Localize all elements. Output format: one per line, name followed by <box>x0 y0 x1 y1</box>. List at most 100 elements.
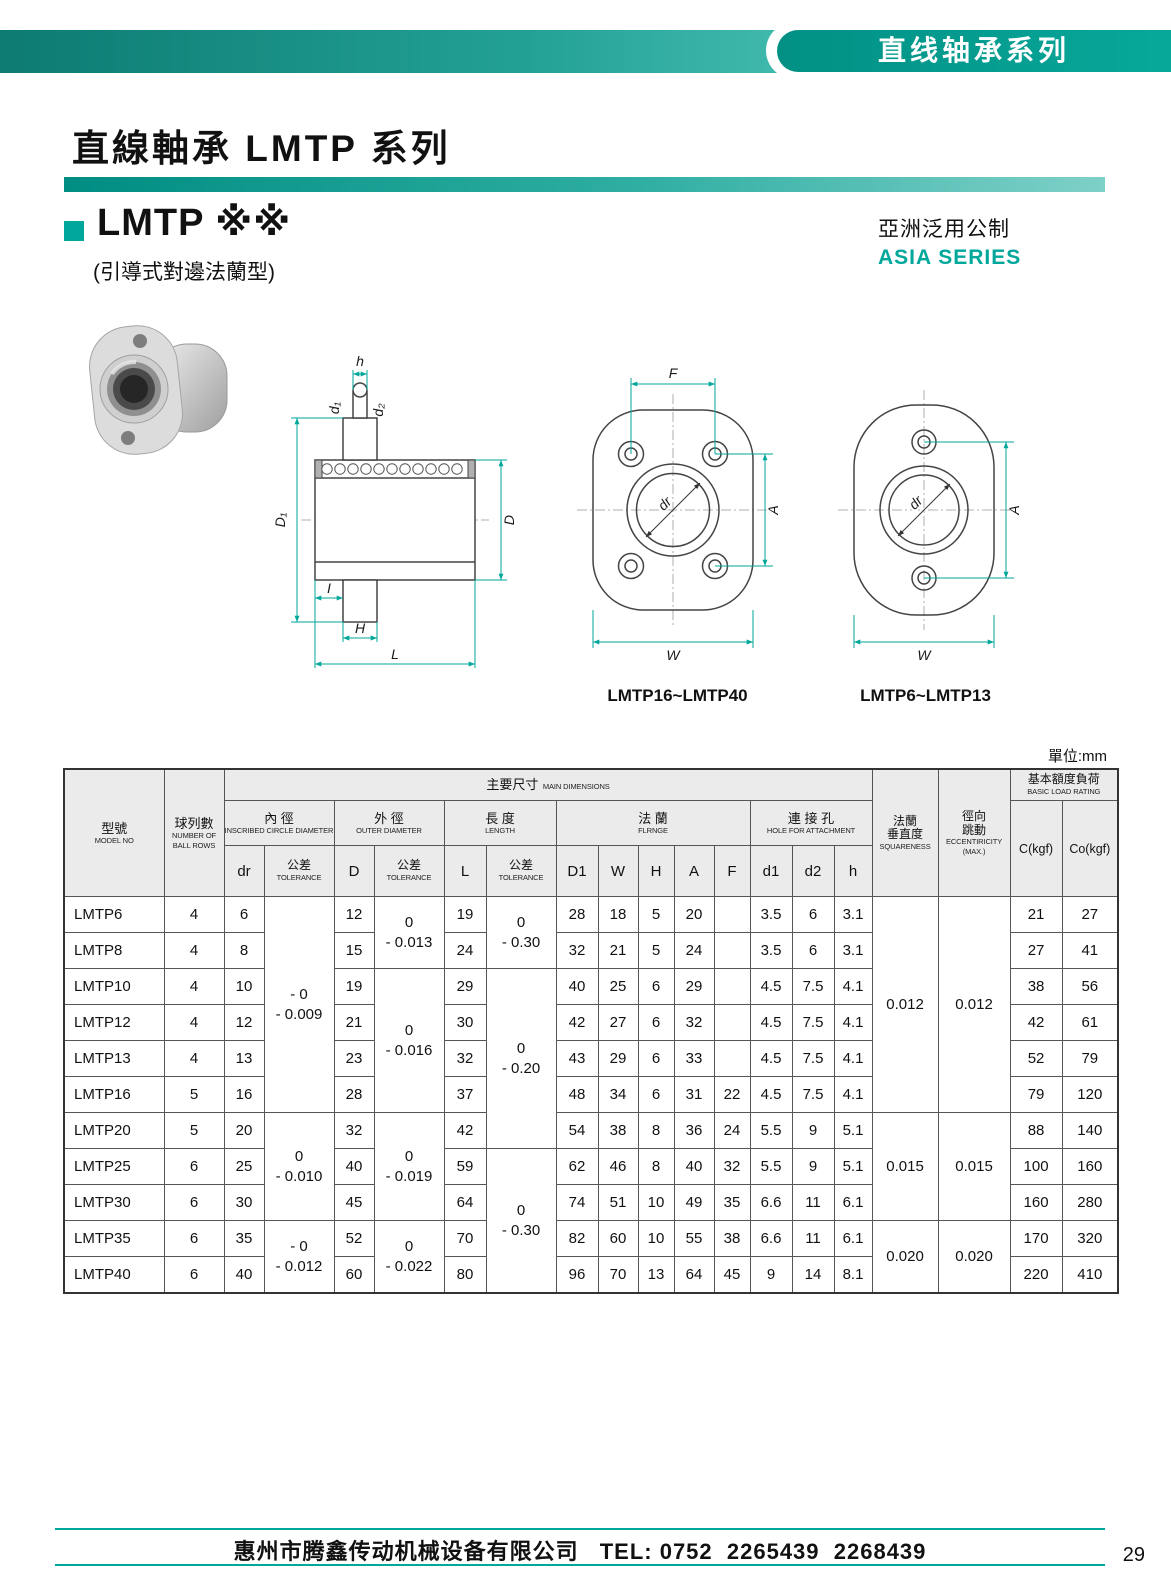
cell: 21 <box>333 1004 375 1041</box>
flange-outline <box>853 404 995 616</box>
header-eccentricity: 徑向 跳動 ECCENTIRICITY (MAX.) <box>937 768 1011 897</box>
dim-label-H: H <box>355 620 366 636</box>
cell <box>713 1004 751 1041</box>
dim-label-dr: dr <box>905 491 926 512</box>
cell: 59 <box>443 1148 487 1185</box>
cell: 4.5 <box>749 1004 793 1041</box>
header-flange: 法 蘭 FLRNGE <box>555 800 751 846</box>
cell: 5.5 <box>749 1148 793 1185</box>
eccentricity-cell: 0.015 <box>937 1112 1011 1221</box>
dim-label-W: W <box>666 647 681 663</box>
cell: 10 <box>223 968 265 1005</box>
header-tolerance: 公差 TOLERANCE <box>485 845 557 897</box>
model-cell: LMTP25 <box>63 1148 165 1185</box>
dim-label-d2: d₂ <box>370 403 386 417</box>
cell: 9 <box>791 1148 835 1185</box>
table-row: LMTP40 6 40 60 80 96 70 13 64 45 9 14 8.… <box>63 1256 1119 1294</box>
cell: 25 <box>223 1148 265 1185</box>
header-L: L <box>443 845 487 897</box>
eccentricity-cell: 0.020 <box>937 1220 1011 1294</box>
cell: 79 <box>1061 1040 1119 1077</box>
front-view-large-drawing: dr F A W <box>577 365 781 663</box>
seal-hatch <box>314 459 323 479</box>
cell: 320 <box>1061 1220 1119 1257</box>
table-row: LMTP12 4 12 21 30 42 27 6 32 4.5 7.5 4.1… <box>63 1004 1119 1041</box>
cell: 24 <box>443 932 487 969</box>
cell: 6 <box>791 932 835 969</box>
cell: 60 <box>597 1220 639 1257</box>
series-name-en: ASIA SERIES <box>878 246 1022 269</box>
dim-label-L: L <box>391 646 399 662</box>
header-h: h <box>833 845 873 897</box>
front-view-small-drawing: dr A W <box>838 390 1022 663</box>
cell: 61 <box>1061 1004 1119 1041</box>
bolt-hole <box>133 334 147 348</box>
flange-outline <box>592 409 754 611</box>
drawing-caption-small: LMTP6~LMTP13 <box>860 686 991 705</box>
header-load-rating: 基本額度負荷 BASIC LOAD RATING <box>1009 768 1119 801</box>
cell: 5 <box>163 1112 225 1149</box>
cell: 23 <box>333 1040 375 1077</box>
cell: 4.1 <box>833 1076 873 1113</box>
cell: 19 <box>333 968 375 1005</box>
cell: 27 <box>597 1004 639 1041</box>
cell: 8 <box>223 932 265 969</box>
header-H: H <box>637 845 675 897</box>
model-cell: LMTP10 <box>63 968 165 1005</box>
cell: 28 <box>333 1076 375 1113</box>
cell: 8 <box>637 1112 675 1149</box>
header-D1: D1 <box>555 845 599 897</box>
cell: 24 <box>673 932 715 969</box>
ball-row <box>321 463 463 475</box>
dim-label-D1: D₁ <box>272 512 288 527</box>
tolerance-cell: - 0 - 0.012 <box>263 1220 335 1294</box>
bearing-section-body <box>314 382 476 623</box>
cell: 280 <box>1061 1184 1119 1221</box>
cell: 24 <box>713 1112 751 1149</box>
cell <box>713 932 751 969</box>
dim-label-I: I <box>327 580 331 596</box>
cell: 96 <box>555 1256 599 1294</box>
cell: 37 <box>443 1076 487 1113</box>
series-banner-label: 直线轴承系列 <box>777 30 1171 72</box>
table-row: LMTP25 6 25 40 59 0 - 0.30 62 46 8 40 32… <box>63 1148 1119 1294</box>
footer-rule-top <box>55 1528 1105 1530</box>
header-dr: dr <box>223 845 265 897</box>
cell: 64 <box>673 1256 715 1294</box>
cell: 29 <box>597 1040 639 1077</box>
squareness-cell: 0.015 <box>871 1112 939 1221</box>
model-cell: LMTP12 <box>63 1004 165 1041</box>
cell: 100 <box>1009 1148 1063 1185</box>
header-hole: 連 接 孔 HOLE FOR ATTACHMENT <box>749 800 873 846</box>
header-D: D <box>333 845 375 897</box>
header-c-kgf: C(kgf) <box>1009 800 1063 897</box>
cell: 6.1 <box>833 1184 873 1221</box>
model-cell: LMTP30 <box>63 1184 165 1221</box>
header-inner-diameter: 內 徑 INSCRIBED CIRCLE DIAMETER <box>223 800 335 846</box>
model-cell: LMTP8 <box>63 932 165 969</box>
cell: 12 <box>223 1004 265 1041</box>
cell: 4.5 <box>749 1076 793 1113</box>
series-name-cn: 亞洲泛用公制 <box>878 218 1010 241</box>
cell: 3.5 <box>749 932 793 969</box>
header-A: A <box>673 845 715 897</box>
cell: 9 <box>791 1112 835 1149</box>
cell: 4.5 <box>749 1040 793 1077</box>
drawing-caption-large: LMTP16~LMTP40 <box>607 686 748 705</box>
cell: 29 <box>673 968 715 1005</box>
cell: 82 <box>555 1220 599 1257</box>
cell: 3.1 <box>833 896 873 933</box>
cell: 6.1 <box>833 1220 873 1257</box>
cell: 42 <box>1009 1004 1063 1041</box>
cell: 31 <box>673 1076 715 1113</box>
squareness-cell: 0.020 <box>871 1220 939 1294</box>
cell: 5 <box>637 932 675 969</box>
cell: 4.1 <box>833 1040 873 1077</box>
cell: 15 <box>333 932 375 969</box>
cell: 4 <box>163 1040 225 1077</box>
cell: 60 <box>333 1256 375 1294</box>
model-cell: LMTP35 <box>63 1220 165 1257</box>
cell: 38 <box>1009 968 1063 1005</box>
cell: 12 <box>333 896 375 933</box>
cell: 52 <box>1009 1040 1063 1077</box>
